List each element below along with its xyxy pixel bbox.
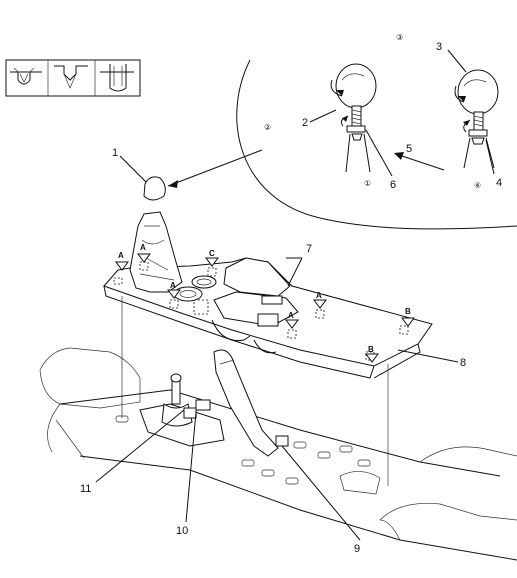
- leader-3: [447, 49, 467, 73]
- leader-6: [365, 129, 393, 177]
- clip-markers: [115, 253, 415, 363]
- step-marker-2: ②: [264, 123, 271, 132]
- callout-2: 2: [302, 117, 308, 129]
- callout-10: 10: [176, 525, 188, 537]
- leader-8: [397, 349, 459, 363]
- clip-legend: [5, 59, 141, 97]
- callout-7: 7: [306, 243, 312, 255]
- clip-type-c-icon: [54, 65, 88, 89]
- callout-5: 5: [406, 143, 412, 155]
- clip-label-c: C: [209, 249, 215, 258]
- callout-9: 9: [354, 543, 360, 555]
- arrowhead: [394, 152, 404, 160]
- leader-9: [281, 445, 361, 541]
- clip-label-a: A: [140, 243, 146, 252]
- center-console: [103, 211, 433, 379]
- clip-label-a: A: [288, 311, 294, 320]
- clip-label-b: B: [405, 307, 411, 316]
- clip-label-a: A: [170, 281, 176, 290]
- callout-1: 1: [112, 147, 118, 159]
- clip-label-a: A: [316, 291, 322, 300]
- callout-11: 11: [80, 483, 91, 495]
- direction-arrow: [395, 153, 445, 171]
- arrowhead: [168, 180, 178, 188]
- clip-type-a-icon: [10, 67, 42, 85]
- clip-type-b-icon: [100, 64, 134, 92]
- floor-tunnel: [39, 347, 517, 561]
- leader-2: [309, 109, 337, 123]
- callout-3: 3: [436, 41, 442, 53]
- leader-4: [485, 139, 495, 175]
- shift-knob-removal-step: [330, 63, 377, 173]
- callout-6: 6: [390, 179, 396, 191]
- leader-10: [185, 411, 197, 523]
- clip-label-a: A: [118, 251, 124, 260]
- callout-8: 8: [460, 357, 466, 369]
- clip-label-b: B: [368, 345, 374, 354]
- shift-knob-install-step: [454, 69, 499, 169]
- step-marker-4: ④: [474, 181, 481, 190]
- detail-circle-outline: [236, 59, 517, 230]
- step-marker-3: ③: [396, 33, 403, 42]
- step-marker-1: ①: [364, 179, 371, 188]
- detail-leader: [167, 149, 263, 187]
- shift-knob-part: [143, 176, 166, 201]
- leader-1: [119, 155, 147, 183]
- leader-7b: [287, 257, 303, 287]
- leader-11: [95, 409, 185, 483]
- callout-4: 4: [496, 177, 502, 189]
